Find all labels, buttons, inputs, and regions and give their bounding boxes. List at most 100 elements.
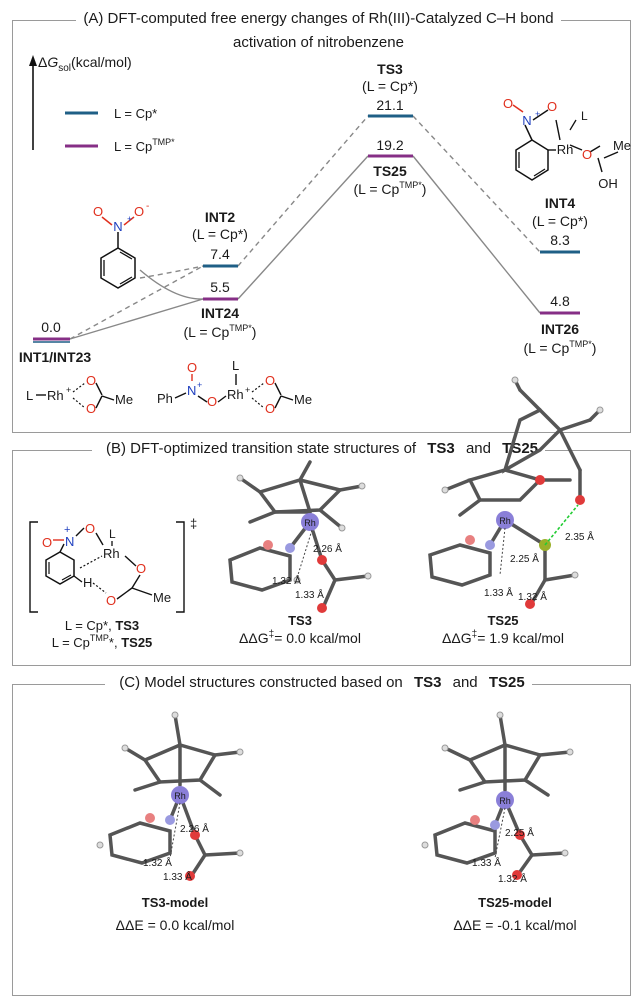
y-axis-arrowhead bbox=[29, 55, 37, 66]
ts25-model-dde: ΔΔE = -0.1 kcal/mol bbox=[453, 917, 576, 933]
ts25-ligand: (L = CpTMP*) bbox=[354, 180, 427, 197]
panel-c-title: (C) Model structures constructed based o… bbox=[0, 674, 637, 692]
ts25-green-contact bbox=[544, 504, 579, 546]
svg-text:O: O bbox=[547, 99, 557, 114]
svg-text:O: O bbox=[106, 593, 116, 608]
panel-a-title: (A) DFT-computed free energy changes of … bbox=[0, 10, 637, 28]
svg-text:Me: Me bbox=[115, 392, 133, 407]
cp-tmp-path bbox=[69, 155, 541, 340]
svg-text:+: + bbox=[197, 380, 202, 390]
ts25-dist1: 2.25 Å bbox=[510, 552, 539, 565]
svg-text:O: O bbox=[86, 401, 96, 416]
int2-value: 7.4 bbox=[210, 246, 230, 262]
ts25-atoms bbox=[441, 376, 604, 609]
energy-diagram: ΔGsol(kcal/mol) L = Cp* L = CpTMP* 0.0 I… bbox=[19, 54, 631, 416]
ts25-model-dist3: 1.32 Å bbox=[498, 872, 527, 885]
ts3-model-label: TS3-model bbox=[142, 895, 208, 910]
svg-text:Rh: Rh bbox=[227, 387, 244, 402]
int26-name: INT26 bbox=[541, 321, 579, 337]
legend-cp-tmp-label: L = CpTMP* bbox=[114, 137, 175, 154]
svg-text:+: + bbox=[245, 385, 250, 395]
svg-text:O: O bbox=[207, 394, 217, 409]
svg-text:O: O bbox=[503, 96, 513, 111]
svg-text:H: H bbox=[83, 575, 92, 590]
ts3-ligand: (L = Cp*) bbox=[362, 78, 418, 94]
ts3-label: TS3 bbox=[288, 613, 312, 628]
svg-text:N: N bbox=[522, 113, 531, 128]
ts25-model-atoms bbox=[421, 711, 574, 880]
ts3-atoms bbox=[236, 474, 372, 613]
svg-text:O: O bbox=[265, 373, 275, 388]
svg-text:Me: Me bbox=[153, 590, 171, 605]
svg-text:O: O bbox=[187, 360, 197, 375]
svg-text:Rh: Rh bbox=[103, 546, 120, 561]
svg-text:Rh: Rh bbox=[499, 516, 511, 526]
ts25-model-label: TS25-model bbox=[478, 895, 552, 910]
svg-text:Rh: Rh bbox=[304, 518, 316, 528]
ts3-ddg: ΔΔG‡= 0.0 kcal/mol bbox=[239, 629, 361, 646]
ts25-value: 19.2 bbox=[376, 137, 403, 153]
svg-text:Me: Me bbox=[294, 392, 312, 407]
ts25-model-dist2: 1.33 Å bbox=[472, 856, 501, 869]
svg-text:O: O bbox=[93, 204, 103, 219]
legend-cp-star-label: L = Cp* bbox=[114, 106, 157, 121]
int4-name: INT4 bbox=[545, 195, 576, 211]
ts25-model-dist-line bbox=[494, 807, 506, 859]
svg-text:Rh: Rh bbox=[47, 388, 64, 403]
ts3-model-dist2: 1.32 Å bbox=[143, 856, 172, 869]
svg-text:-: - bbox=[146, 201, 149, 212]
ts3-dist3: 1.33 Å bbox=[295, 588, 324, 601]
int1-name: INT1/INT23 bbox=[19, 349, 92, 365]
svg-text:L: L bbox=[581, 109, 588, 123]
svg-text:O: O bbox=[86, 373, 96, 388]
svg-text:Rh: Rh bbox=[174, 791, 186, 801]
svg-text:N: N bbox=[113, 219, 122, 234]
svg-text:+: + bbox=[64, 524, 70, 536]
int24-name: INT24 bbox=[201, 305, 239, 321]
int1-structure: L Rh + O O Me bbox=[26, 373, 133, 416]
ts3-model-dist3: 1.33 Å bbox=[163, 870, 192, 883]
ts3-model-dist1: 2.26 Å bbox=[180, 822, 209, 835]
int26-ligand: (L = CpTMP*) bbox=[524, 339, 597, 356]
svg-text:O: O bbox=[265, 401, 275, 416]
svg-text:Rh: Rh bbox=[557, 142, 574, 157]
svg-text:O: O bbox=[136, 561, 146, 576]
ts25-dist3: 1.32 Å bbox=[518, 590, 547, 603]
int4-value: 8.3 bbox=[550, 232, 570, 248]
svg-text:L: L bbox=[232, 358, 239, 373]
svg-text:+: + bbox=[127, 214, 132, 224]
svg-text:Ph: Ph bbox=[157, 391, 173, 406]
svg-text:L: L bbox=[109, 527, 116, 541]
svg-text:O: O bbox=[134, 204, 144, 219]
svg-text:L: L bbox=[26, 388, 33, 403]
int26-value: 4.8 bbox=[550, 293, 570, 309]
scheme-line1: L = Cp*, TS3 bbox=[65, 618, 139, 633]
int4-ligand: (L = Cp*) bbox=[532, 213, 588, 229]
svg-text:O: O bbox=[85, 521, 95, 536]
svg-text:N: N bbox=[187, 383, 196, 398]
ts3-model-dde: ΔΔE = 0.0 kcal/mol bbox=[116, 917, 235, 933]
ts25-dist4: 2.35 Å bbox=[565, 530, 594, 543]
ts3-dist2: 1.32 Å bbox=[272, 574, 301, 587]
svg-text:O: O bbox=[582, 147, 592, 162]
int4-structure: N + O O L Rh O Me OH bbox=[503, 96, 631, 191]
ts3-model-dist-line bbox=[169, 802, 181, 859]
svg-text:+: + bbox=[535, 109, 540, 119]
svg-text:+: + bbox=[66, 385, 71, 395]
ts3-model-atoms bbox=[96, 711, 244, 881]
ts25-label: TS25 bbox=[487, 613, 518, 628]
ts25-name: TS25 bbox=[373, 163, 407, 179]
ts3-dist-line bbox=[296, 529, 313, 579]
scheme-line2: L = CpTMP*, TS25 bbox=[52, 633, 153, 650]
ts25-model-dist1: 2.25 Å bbox=[505, 826, 534, 839]
int2-ligand: (L = Cp*) bbox=[192, 226, 248, 242]
panel-a-title-line1: (A) DFT-computed free energy changes of … bbox=[76, 10, 561, 27]
cp-star-path bbox=[69, 115, 541, 340]
ts3-dist1: 2.26 Å bbox=[313, 542, 342, 555]
int24-value: 5.5 bbox=[210, 279, 230, 295]
nitrobenzene-structure: N + O O - bbox=[93, 201, 149, 289]
svg-text:Rh: Rh bbox=[499, 796, 511, 806]
panel-a-title-line2: activation of nitrobenzene bbox=[233, 34, 404, 51]
